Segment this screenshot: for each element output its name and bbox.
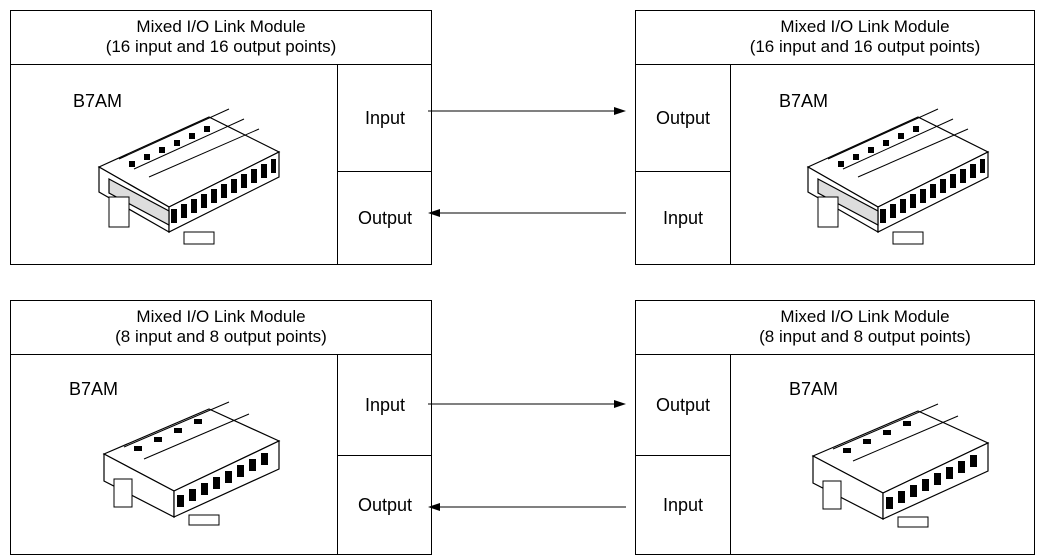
arrow-input-to-output <box>428 107 626 115</box>
b7am-16pt-device-illustration <box>97 108 281 245</box>
module-title-line1: Mixed I/O Link Module <box>136 17 306 36</box>
cell-output: Output <box>337 171 432 264</box>
cell-input: Input <box>337 355 432 456</box>
module-title: Mixed I/O Link Module (16 input and 16 o… <box>636 11 1034 65</box>
module-title-line2: (16 input and 16 output points) <box>749 37 981 56</box>
module-title-line2: (8 input and 8 output points) <box>115 327 327 346</box>
arrow-output-to-input <box>428 503 626 511</box>
b7am-8pt-device-illustration <box>811 403 990 528</box>
module-title-line1: Mixed I/O Link Module <box>780 17 950 36</box>
model-label: B7AM <box>69 379 119 399</box>
cell-input: Input <box>636 455 731 555</box>
module-title-line2: (16 input and 16 output points) <box>105 37 337 56</box>
cell-input: Input <box>636 171 731 264</box>
module-title-line1: Mixed I/O Link Module <box>780 307 950 326</box>
module-box-left-16pt: Mixed I/O Link Module (16 input and 16 o… <box>10 10 432 265</box>
module-title: Mixed I/O Link Module (16 input and 16 o… <box>11 11 431 65</box>
b7am-8pt-device-illustration <box>102 401 281 526</box>
cell-output: Output <box>636 65 731 172</box>
model-label: B7AM <box>789 379 839 399</box>
module-box-right-8pt: Mixed I/O Link Module (8 input and 8 out… <box>635 300 1035 555</box>
module-box-right-16pt: Mixed I/O Link Module (16 input and 16 o… <box>635 10 1035 265</box>
module-title: Mixed I/O Link Module (8 input and 8 out… <box>11 301 431 355</box>
cell-output: Output <box>337 455 432 555</box>
module-box-left-8pt: Mixed I/O Link Module (8 input and 8 out… <box>10 300 432 555</box>
arrow-input-to-output <box>428 400 626 408</box>
module-title: Mixed I/O Link Module (8 input and 8 out… <box>636 301 1034 355</box>
cell-input: Input <box>337 65 432 172</box>
arrow-output-to-input <box>428 209 626 217</box>
module-title-line1: Mixed I/O Link Module <box>136 307 306 326</box>
model-label: B7AM <box>73 91 123 111</box>
model-label: B7AM <box>779 91 829 111</box>
module-title-line2: (8 input and 8 output points) <box>759 327 971 346</box>
b7am-16pt-device-illustration <box>806 108 990 245</box>
cell-output: Output <box>636 355 731 456</box>
